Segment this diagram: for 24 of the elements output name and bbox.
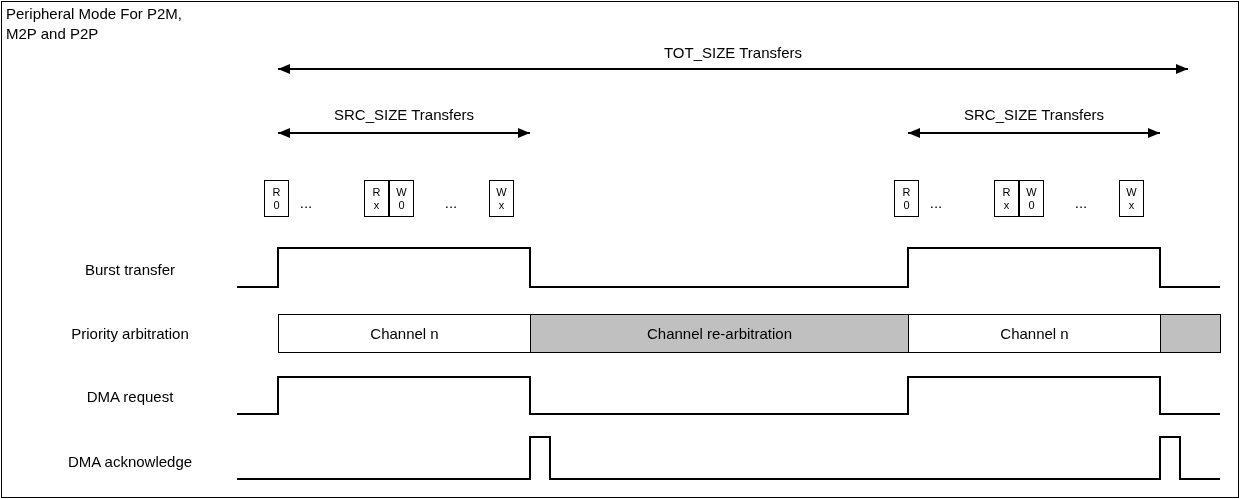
dimension-label: TOT_SIZE Transfers — [663, 43, 803, 61]
signal-name: Priority arbitration — [71, 324, 189, 342]
ellipsis: ... — [929, 193, 943, 211]
transfer-box: R x — [364, 180, 389, 217]
transfer-box: R x — [994, 180, 1019, 217]
ellipsis: ... — [444, 193, 458, 211]
signal-name: DMA acknowledge — [67, 452, 193, 470]
ellipsis: ... — [299, 193, 313, 211]
signal-name: Burst transfer — [85, 260, 175, 278]
diagram-title: Peripheral Mode For P2M, M2P and P2P — [6, 4, 183, 44]
signal-name: DMA request — [86, 387, 174, 405]
arbitration-band: Channel n — [908, 314, 1161, 353]
arbitration-band — [1160, 314, 1221, 353]
ellipsis: ... — [1074, 193, 1088, 211]
transfer-box: R 0 — [894, 180, 919, 217]
transfer-box: R 0 — [264, 180, 289, 217]
arbitration-band: Channel re-arbitration — [530, 314, 909, 353]
dimension-label: SRC_SIZE Transfers — [334, 105, 474, 123]
dimension-label: SRC_SIZE Transfers — [964, 105, 1104, 123]
transfer-box: W x — [489, 180, 514, 217]
transfer-box: W 0 — [389, 180, 414, 217]
transfer-box: W x — [1119, 180, 1144, 217]
arbitration-band: Channel n — [278, 314, 531, 353]
transfer-box: W 0 — [1019, 180, 1044, 217]
